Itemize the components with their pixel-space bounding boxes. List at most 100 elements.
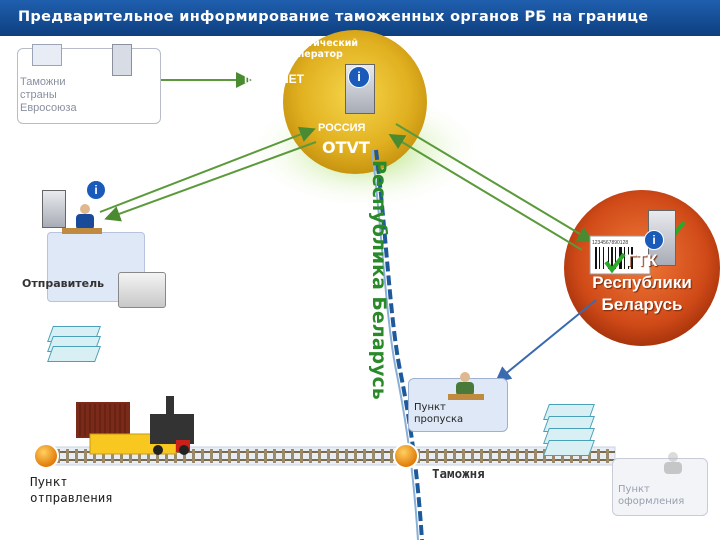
flag-icon bbox=[32, 44, 62, 66]
track-sleeper bbox=[147, 449, 150, 463]
clearance-point-label: Пункт оформления bbox=[618, 484, 685, 507]
track-sleeper bbox=[219, 449, 222, 463]
track-sleeper bbox=[273, 449, 276, 463]
sender-label: Отправитель bbox=[22, 277, 105, 290]
info-icon: i bbox=[86, 180, 106, 200]
clearance-point-box bbox=[612, 458, 708, 516]
track-sleeper bbox=[471, 449, 474, 463]
track-sleeper bbox=[120, 449, 123, 463]
track-sleeper bbox=[111, 449, 114, 463]
track-sleeper bbox=[291, 449, 294, 463]
barcode-bar bbox=[608, 247, 609, 269]
person-at-desk-icon bbox=[448, 372, 484, 406]
info-icon: i bbox=[348, 66, 370, 88]
track-sleeper bbox=[390, 449, 393, 463]
check-icon-2 bbox=[604, 252, 626, 274]
track-sleeper bbox=[444, 449, 447, 463]
eu-customs-label: Таможни страны Евросоюза bbox=[20, 76, 77, 114]
track-sleeper bbox=[210, 449, 213, 463]
track-sleeper bbox=[183, 449, 186, 463]
track-sleeper bbox=[129, 449, 132, 463]
track-sleeper bbox=[606, 449, 609, 463]
info-icon: i bbox=[644, 230, 664, 250]
track-sleeper bbox=[597, 449, 600, 463]
computer-icon bbox=[112, 44, 132, 76]
barcode-bar bbox=[624, 247, 625, 269]
track-sleeper bbox=[93, 449, 96, 463]
track-sleeper bbox=[237, 449, 240, 463]
track-sleeper bbox=[480, 449, 483, 463]
track-sleeper bbox=[327, 449, 330, 463]
track-sleeper bbox=[309, 449, 312, 463]
barcode-bar bbox=[599, 247, 600, 269]
arrow-otvt-to-gtk-1 bbox=[395, 123, 594, 243]
barcode-bar bbox=[611, 247, 613, 269]
internet-label: INTERNET bbox=[244, 72, 304, 86]
track-sleeper bbox=[543, 449, 546, 463]
track-sleeper bbox=[462, 449, 465, 463]
track-sleeper bbox=[228, 449, 231, 463]
russia-label: РОССИЯ bbox=[318, 122, 366, 134]
barcode-bar bbox=[615, 247, 616, 269]
track-sleeper bbox=[507, 449, 510, 463]
person-at-desk-icon bbox=[660, 452, 690, 482]
track-sleeper bbox=[354, 449, 357, 463]
gtk-label: ГТК Республики Беларусь bbox=[592, 251, 692, 314]
page-title: Предварительное информирование таможенны… bbox=[18, 9, 649, 25]
arrow-sender-to-otvt-1 bbox=[99, 126, 316, 213]
title-bar bbox=[0, 0, 720, 36]
track-sleeper bbox=[489, 449, 492, 463]
track-sleeper bbox=[318, 449, 321, 463]
track-sleeper bbox=[174, 449, 177, 463]
track-sleeper bbox=[192, 449, 195, 463]
document-stack-icon bbox=[47, 326, 101, 370]
otvt-label: OTVT bbox=[322, 138, 370, 157]
barcode-bar bbox=[628, 247, 629, 269]
track-sleeper bbox=[363, 449, 366, 463]
person-at-desk-icon bbox=[62, 204, 102, 244]
barcode-bar bbox=[595, 247, 597, 269]
track-sleeper bbox=[345, 449, 348, 463]
track-sleeper bbox=[381, 449, 384, 463]
track-sleeper bbox=[570, 449, 573, 463]
barcode-number: 1234567890128 bbox=[592, 240, 628, 246]
track-sleeper bbox=[246, 449, 249, 463]
document-stack-icon bbox=[540, 404, 595, 468]
track-sleeper bbox=[66, 449, 69, 463]
track-sleeper bbox=[282, 449, 285, 463]
printer-icon bbox=[118, 272, 166, 308]
track-sleeper bbox=[300, 449, 303, 463]
server-icon bbox=[42, 190, 66, 228]
track-sleeper bbox=[165, 449, 168, 463]
track-sleeper bbox=[435, 449, 438, 463]
track-sleeper bbox=[156, 449, 159, 463]
barcode-bar bbox=[603, 247, 604, 269]
barcode-bar bbox=[631, 247, 633, 269]
logistics-operator-label: Логистический оператор bbox=[275, 38, 359, 60]
track-sleeper bbox=[201, 449, 204, 463]
station-origin-icon bbox=[33, 443, 59, 469]
arrow-gtk-to-checkpoint bbox=[494, 299, 597, 383]
checkpoint-label: Пункт пропуска bbox=[414, 402, 464, 425]
track-sleeper bbox=[426, 449, 429, 463]
track-sleeper bbox=[264, 449, 267, 463]
track-sleeper bbox=[84, 449, 87, 463]
customs-label: Таможня bbox=[432, 466, 485, 481]
track-sleeper bbox=[516, 449, 519, 463]
track-sleeper bbox=[552, 449, 555, 463]
train-icon bbox=[76, 396, 194, 455]
arrow-otvt-to-sender bbox=[104, 141, 317, 222]
track-sleeper bbox=[498, 449, 501, 463]
track-sleeper bbox=[102, 449, 105, 463]
station-customs-icon bbox=[393, 443, 419, 469]
track-sleeper bbox=[336, 449, 339, 463]
track-sleeper bbox=[534, 449, 537, 463]
track-sleeper bbox=[579, 449, 582, 463]
border-line-shadow bbox=[371, 149, 419, 540]
border-line bbox=[374, 149, 424, 540]
barcode-icon bbox=[589, 235, 651, 275]
track-sleeper bbox=[561, 449, 564, 463]
track-sleeper bbox=[588, 449, 591, 463]
arrow-gtk-to-otvt bbox=[388, 133, 583, 251]
